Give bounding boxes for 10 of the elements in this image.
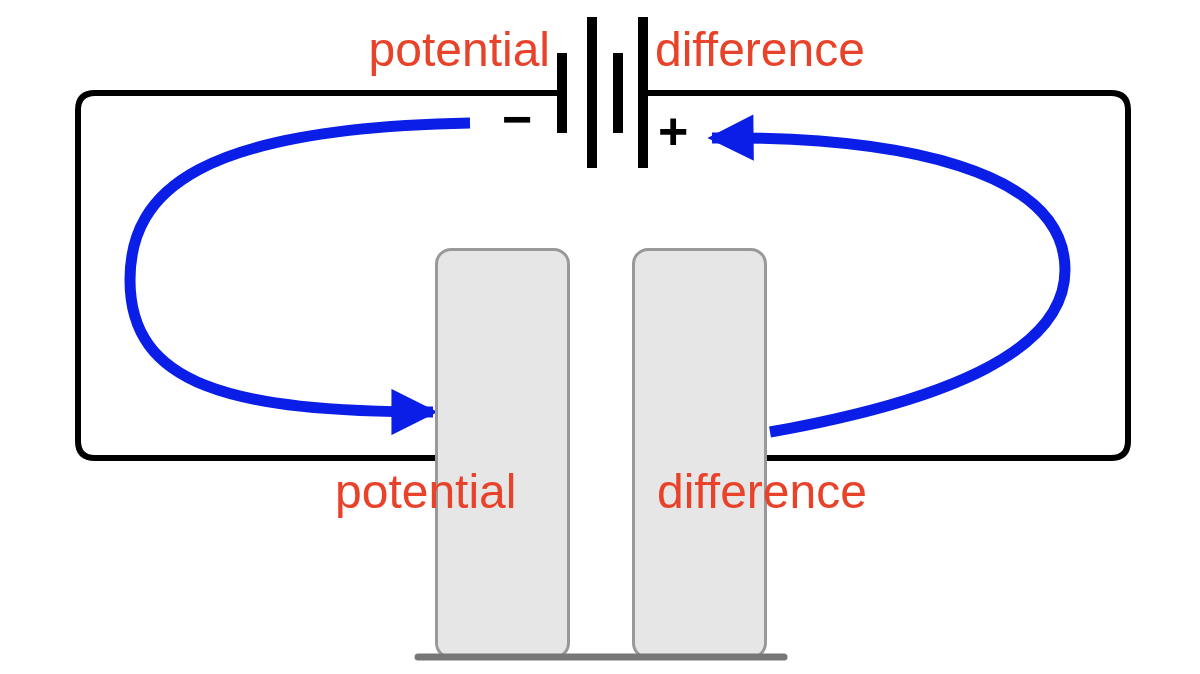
current-arrow bbox=[124, 117, 471, 435]
text-label: difference bbox=[657, 468, 867, 516]
current-arrow bbox=[707, 115, 1071, 438]
minus-sign: − bbox=[502, 93, 533, 145]
text-label: potential bbox=[368, 26, 550, 74]
text-label: potential bbox=[335, 468, 517, 516]
text-label: difference bbox=[655, 26, 865, 74]
wire bbox=[646, 90, 1131, 461]
plus-sign: + bbox=[658, 105, 689, 157]
wire bbox=[75, 90, 560, 461]
